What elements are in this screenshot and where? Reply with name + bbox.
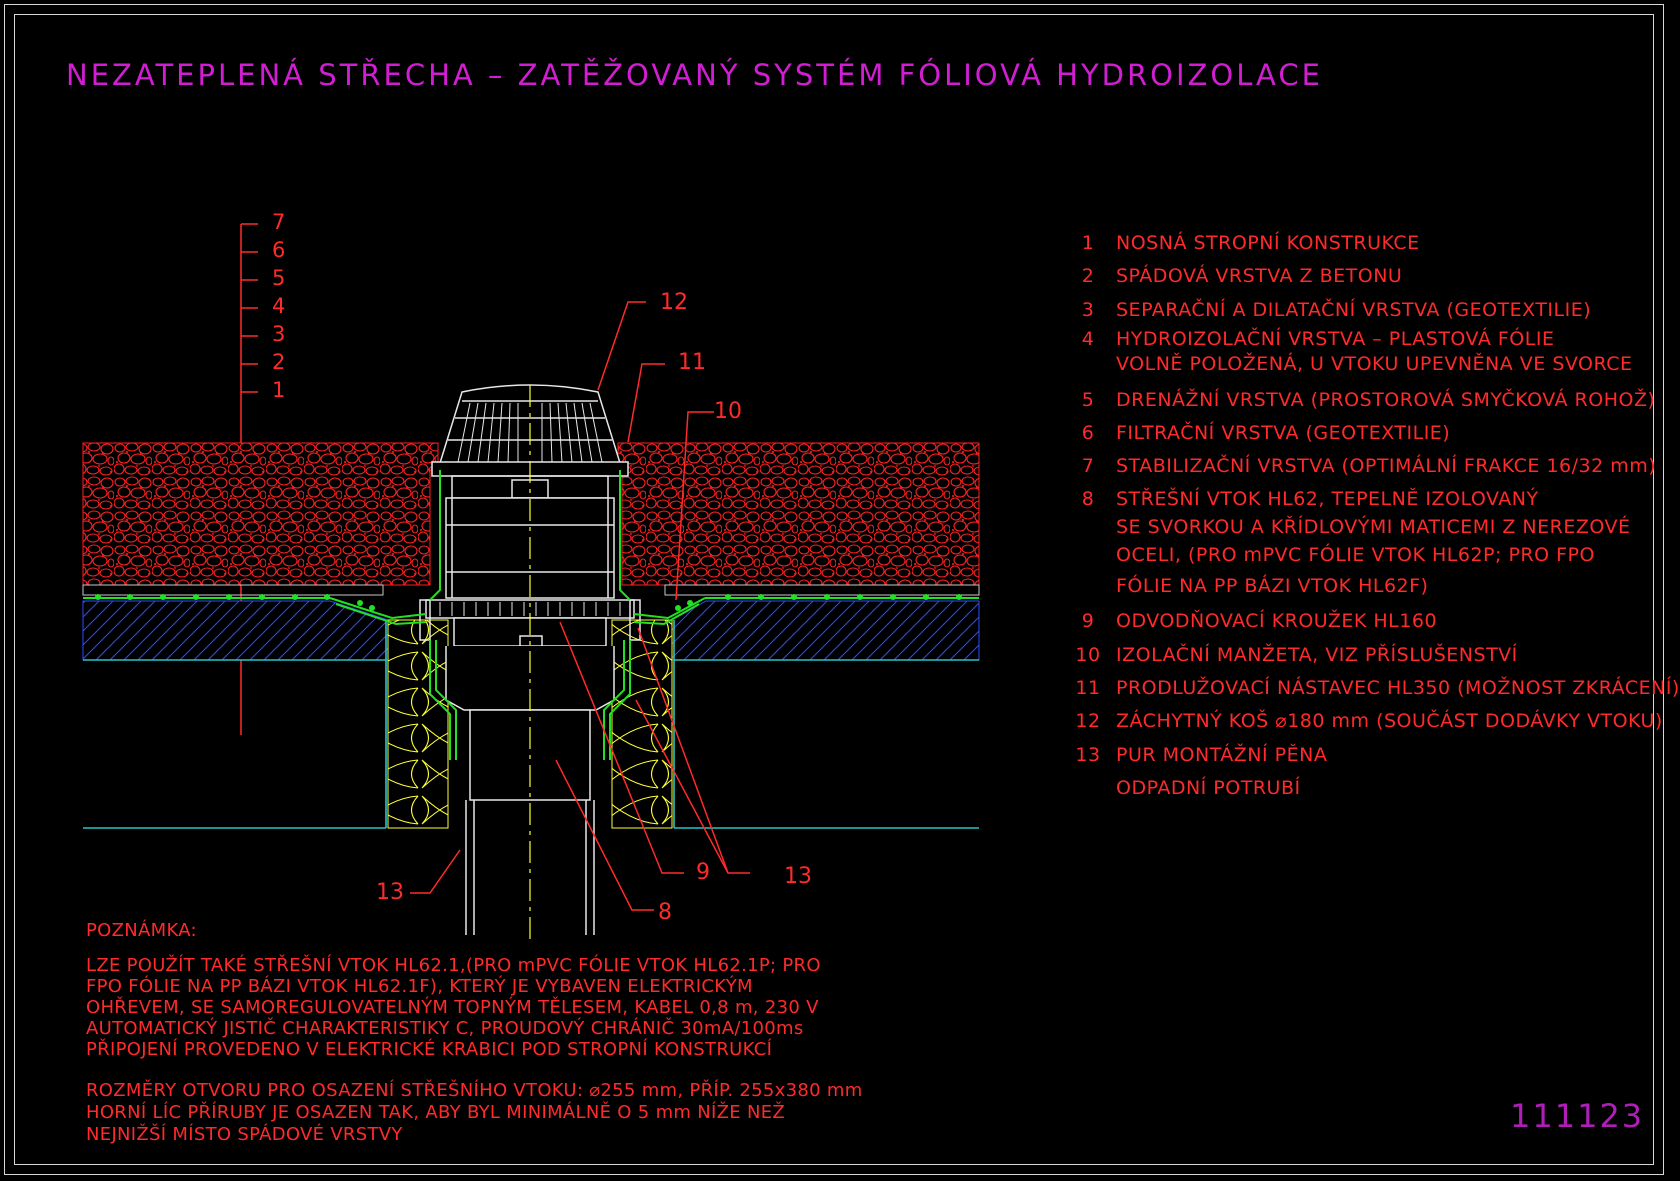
slope-concrete-layer-right <box>671 600 980 661</box>
callout-10: 10 <box>714 399 742 424</box>
slope-concrete-layer-left <box>82 600 389 661</box>
pur-foam-right <box>611 619 673 829</box>
drawing-title: NEZATEPLENÁ STŘECHA – ZATĚŽOVANÝ SYSTÉM … <box>66 58 1323 92</box>
note-heading: POZNÁMKA: <box>86 920 197 941</box>
callout-8: 8 <box>658 900 672 925</box>
drawing-frame-inner <box>14 14 1654 1165</box>
membrane-drainage-layers <box>82 584 980 600</box>
legend-item: ODPADNÍ POTRUBÍ <box>1116 777 1301 799</box>
layer-scale-label-3: 3 <box>272 322 286 346</box>
callout-13-right: 13 <box>784 864 812 889</box>
gravel-stabilization-layer-right <box>617 442 980 586</box>
legend-item-continued: OCELI, (PRO mPVC FÓLIE VTOK HL62P; PRO F… <box>1116 544 1595 566</box>
callout-11: 11 <box>678 350 706 375</box>
drawing-number: 111123 <box>1510 1097 1645 1135</box>
layer-scale-label-6: 6 <box>272 238 286 262</box>
legend-item-continued: SE SVORKOU A KŘÍDLOVÝMI MATICEMI Z NEREZ… <box>1116 516 1631 538</box>
callout-leaders <box>410 301 750 911</box>
callout-9: 9 <box>696 860 710 885</box>
layer-scale-label-2: 2 <box>272 350 286 374</box>
layer-scale-label-7: 7 <box>272 210 286 234</box>
note-line: AUTOMATICKÝ JISTIČ CHARAKTERISTIKY C, PR… <box>86 1018 804 1039</box>
legend-item-continued: FÓLIE NA PP BÁZI VTOK HL62F) <box>1116 575 1429 597</box>
pur-foam-left <box>387 619 449 829</box>
layer-scale-label-1: 1 <box>272 378 286 402</box>
insulation-cuff <box>329 470 706 760</box>
note-line: PŘIPOJENÍ PROVEDENO V ELEKTRICKÉ KRABICI… <box>86 1039 773 1060</box>
layer-scale-label-5: 5 <box>272 266 286 290</box>
note-line: LZE POUŽÍT TAKÉ STŘEŠNÍ VTOK HL62.1,(PRO… <box>86 955 821 976</box>
drawing-frame-outer <box>4 4 1664 1175</box>
callout-13-left: 13 <box>376 880 404 905</box>
roof-drain-body <box>419 384 641 935</box>
note-line: OHŘEVEM, SE SAMOREGULOVATELNÝM TOPNÝM TĚ… <box>86 997 819 1018</box>
note-line: HORNÍ LÍC PŘÍRUBY JE OSAZEN TAK, ABY BYL… <box>86 1102 786 1123</box>
layer-scale-label-4: 4 <box>272 294 286 318</box>
legend-item-continued: VOLNĚ POLOŽENÁ, U VTOKU UPEVNĚNA VE SVOR… <box>1116 353 1633 375</box>
note-line: ROZMĚRY OTVORU PRO OSAZENÍ STŘEŠNÍHO VTO… <box>86 1080 863 1101</box>
gravel-stabilization-layer <box>82 442 439 586</box>
callout-12: 12 <box>660 290 688 315</box>
note-line: NEJNIŽŠÍ MÍSTO SPÁDOVÉ VRSTVY <box>86 1124 403 1145</box>
note-line: FPO FÓLIE NA PP BÁZI VTOK HL62.1F), KTER… <box>86 976 753 997</box>
